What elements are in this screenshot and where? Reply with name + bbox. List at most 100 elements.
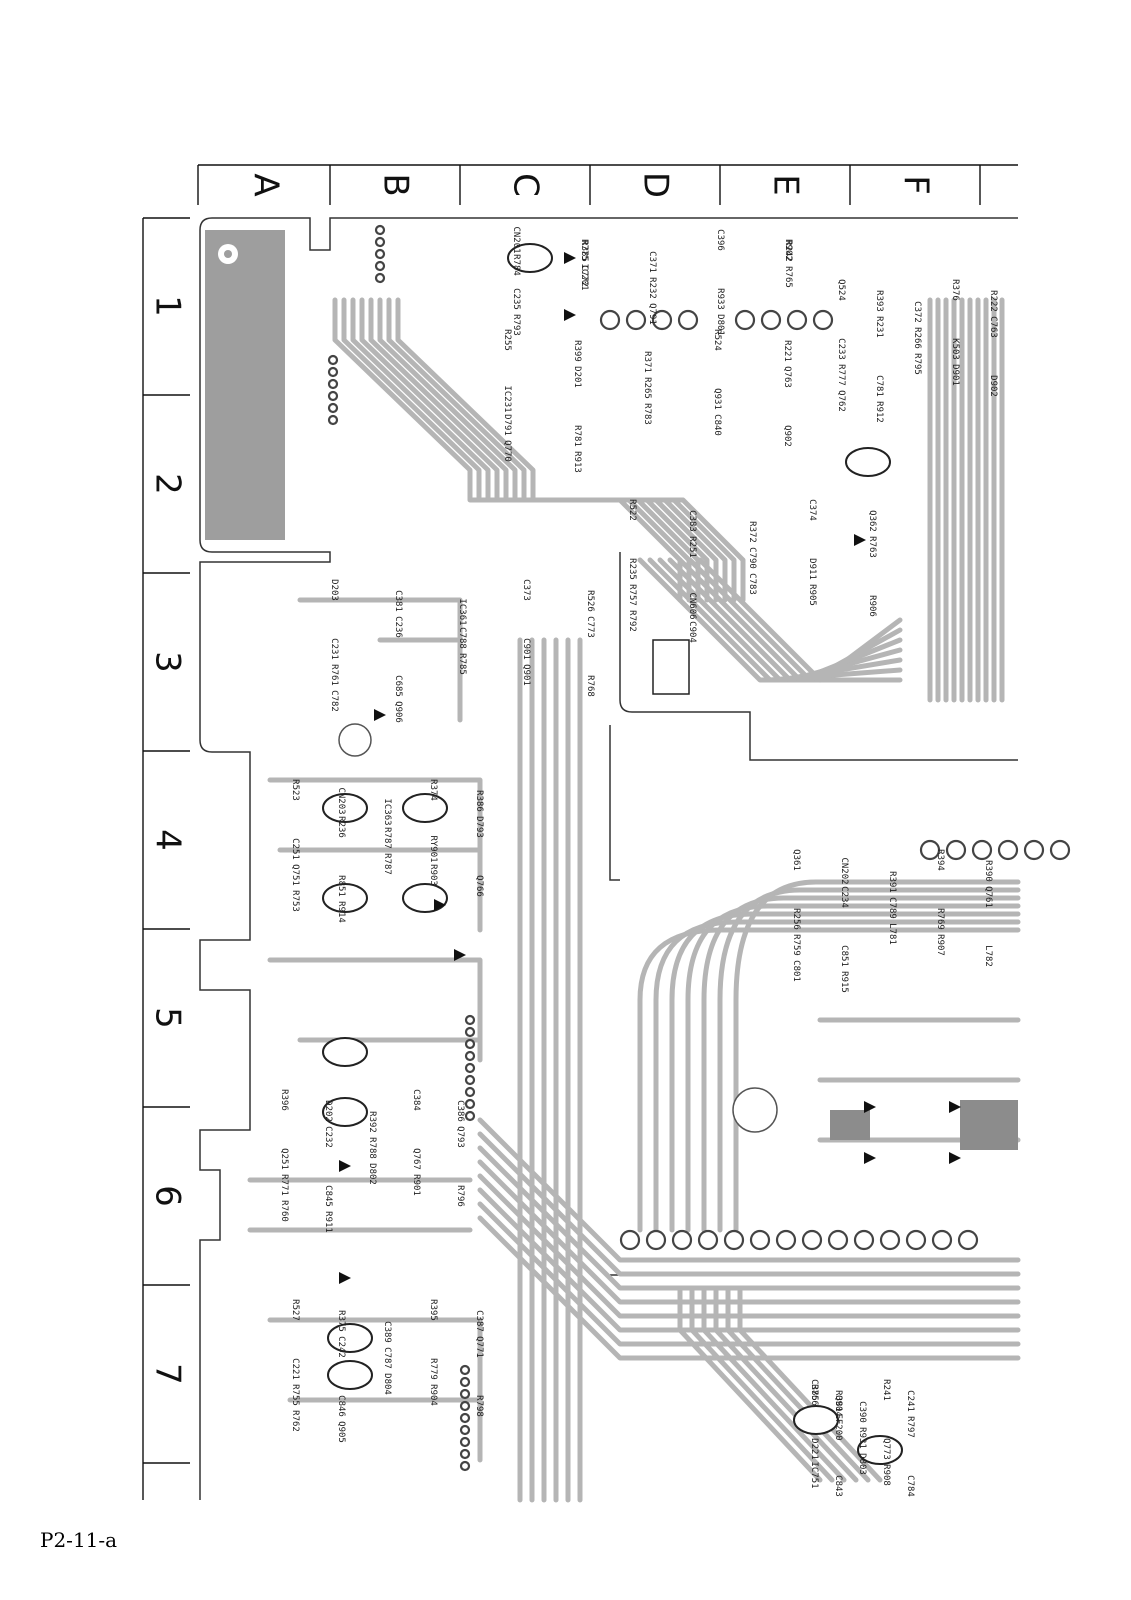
component-ref: C782 bbox=[329, 690, 339, 712]
trace bbox=[386, 297, 737, 603]
component-ref: C685 bbox=[393, 675, 403, 697]
solder-pad bbox=[459, 1412, 471, 1424]
solder-pad bbox=[1023, 839, 1045, 861]
component-ref: D791 bbox=[502, 414, 512, 436]
solder-pad bbox=[374, 272, 386, 284]
component-ref: R251 bbox=[687, 536, 697, 558]
grid-column-label: A bbox=[246, 173, 286, 196]
trace bbox=[267, 1317, 483, 1463]
solder-pad bbox=[760, 309, 782, 331]
component-ref: R904 bbox=[428, 1384, 438, 1406]
component-ref: CN203 bbox=[336, 787, 346, 814]
component-ref: R372 bbox=[747, 521, 757, 543]
component-ref: D804 bbox=[382, 1373, 392, 1395]
transistor-outline bbox=[793, 1405, 839, 1435]
solder-pad bbox=[374, 260, 386, 272]
component-ref: L781 bbox=[887, 923, 897, 945]
component-ref: R761 bbox=[329, 664, 339, 686]
component-ref: C386 bbox=[455, 1100, 465, 1122]
transistor-outline bbox=[327, 1360, 373, 1390]
solder-pad bbox=[671, 1229, 693, 1251]
component-ref: R256 bbox=[791, 908, 801, 930]
solder-pad bbox=[997, 839, 1019, 861]
diode-symbol bbox=[864, 1152, 876, 1164]
component-ref: D901 bbox=[950, 364, 960, 386]
component-ref: C372 bbox=[912, 301, 922, 323]
trace bbox=[689, 1287, 835, 1483]
transistor-outline bbox=[322, 793, 368, 823]
transistor-outline bbox=[327, 1323, 373, 1353]
solder-pad bbox=[919, 839, 941, 861]
component-ref: C843 bbox=[833, 1475, 843, 1497]
diode-symbol bbox=[564, 252, 576, 264]
component-ref: C381 bbox=[393, 590, 403, 612]
trace bbox=[677, 557, 903, 683]
solder-pad bbox=[464, 1098, 476, 1110]
solder-pad bbox=[464, 1026, 476, 1038]
component-ref: R394 bbox=[935, 849, 945, 871]
grid-row-label: 5 bbox=[148, 1007, 188, 1029]
component-ref: R902 bbox=[783, 239, 793, 261]
component-ref: R242 bbox=[783, 240, 793, 262]
solder-pad bbox=[775, 1229, 797, 1251]
component-ref: C231 bbox=[329, 638, 339, 660]
solder-pad bbox=[459, 1424, 471, 1436]
component-ref: Q791 bbox=[647, 303, 657, 325]
copper-fill bbox=[960, 1100, 1018, 1150]
component-ref: D802 bbox=[367, 1163, 377, 1185]
trace bbox=[477, 1159, 1021, 1305]
solder-pad bbox=[327, 378, 339, 390]
component-ref: C788 bbox=[457, 627, 467, 649]
component-ref: Q763 bbox=[782, 366, 792, 388]
component-ref: Q766 bbox=[474, 875, 484, 897]
grid-column-label: F bbox=[896, 175, 936, 195]
component-ref: Q767 bbox=[411, 1148, 421, 1170]
connector-outline bbox=[652, 639, 690, 695]
trace bbox=[653, 919, 1021, 1233]
component-ref: Q793 bbox=[455, 1126, 465, 1148]
trace bbox=[737, 1287, 883, 1483]
component-ref: R911 bbox=[323, 1211, 333, 1233]
component-ref: R851 bbox=[336, 875, 346, 897]
component-ref: R901 bbox=[411, 1174, 421, 1196]
transistor-outline bbox=[507, 243, 553, 273]
solder-pad bbox=[464, 1050, 476, 1062]
component-ref: R797 bbox=[905, 1416, 915, 1438]
solder-pad bbox=[464, 1110, 476, 1122]
trace bbox=[701, 1287, 847, 1483]
page-label: P2-11-a bbox=[40, 1528, 118, 1552]
component-ref: C763 bbox=[988, 316, 998, 338]
solder-pad bbox=[459, 1400, 471, 1412]
copper-pad bbox=[205, 230, 285, 540]
component-ref: D202 bbox=[323, 1100, 333, 1122]
component-ref: R763 bbox=[867, 536, 877, 558]
component-ref: C371 bbox=[647, 251, 657, 273]
solder-pad bbox=[459, 1388, 471, 1400]
component-ref: Q904 bbox=[833, 1395, 843, 1417]
grid-row-label: 2 bbox=[148, 473, 188, 495]
spacer bbox=[1010, 1540, 1011, 1541]
component-ref: C772 bbox=[579, 265, 589, 287]
component-ref: R236 bbox=[336, 816, 346, 838]
solder-pad bbox=[327, 390, 339, 402]
solder-pad bbox=[905, 1229, 927, 1251]
solder-pad bbox=[697, 1229, 719, 1251]
component-ref: R787 bbox=[382, 853, 392, 875]
trace bbox=[667, 557, 903, 683]
component-ref: R222 bbox=[988, 290, 998, 312]
solder-pad bbox=[459, 1436, 471, 1448]
component-ref: R793 bbox=[511, 314, 521, 336]
component-ref: R524 bbox=[712, 329, 722, 351]
component-ref: Q762 bbox=[836, 390, 846, 412]
component-ref: D203 bbox=[329, 579, 339, 601]
grid-frame bbox=[142, 164, 1018, 1500]
transistor-outline bbox=[857, 1435, 903, 1465]
component-ref: R915 bbox=[839, 971, 849, 993]
trace bbox=[359, 297, 710, 603]
component-ref: R376 bbox=[950, 279, 960, 301]
diode-symbol bbox=[339, 1272, 351, 1284]
component-ref: Q771 bbox=[474, 1336, 484, 1358]
component-ref: R755 bbox=[290, 1384, 300, 1406]
component-ref: K503 bbox=[950, 338, 960, 360]
